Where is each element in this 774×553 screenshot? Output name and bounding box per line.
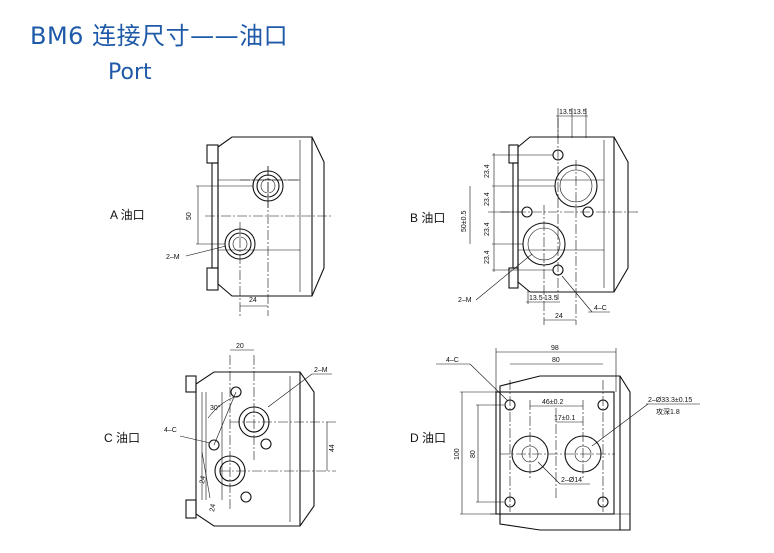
view-d-dim-100: 100 [454,448,461,460]
view-d-body [490,375,631,531]
view-c-port: C 油口 20 [104,343,336,527]
view-d-port: D 油口 98 8 [410,345,700,531]
view-b-dim-13-5-top-2: 13.5 [573,109,587,116]
view-c-dim-24-2: 24 [209,503,217,512]
view-b-port: B 油口 [410,108,640,325]
view-c-callout-2m: 2–M [314,367,328,374]
view-d-dim-17: 17±0.1 [554,415,575,422]
view-d-callout-4c: 4–C [446,357,459,364]
view-c-dims: 20 30° 44 24 24 2–M 4–C [164,343,336,512]
view-d-dim-46: 46±0.2 [542,399,563,406]
view-b-dim-23-4-1: 23.4 [484,164,491,178]
view-b-dim-23-4-2: 23.4 [484,192,491,206]
view-b-dim-13-5-bottom-2: 13.5 [544,295,558,302]
view-a-port: A 油口 50 [110,136,332,316]
view-c-body [185,371,315,527]
view-d-dim-80-horizontal: 80 [552,357,560,364]
page-subtitle: Port [108,60,152,85]
view-d-callout-depth: 攻深1.8 [656,407,680,416]
view-c-label: C 油口 [104,431,140,445]
view-b-dim-13-5-bottom-1: 13.5 [529,295,543,302]
view-d-callout-2phi33: 2–Ø33.3±0.15 [648,397,692,404]
view-b-dim-23-4-3: 23.4 [484,222,491,236]
view-b-callout-4c: 4–C [594,305,607,312]
view-d-ports [500,380,615,512]
view-c-dim-20: 20 [236,343,244,350]
view-b-callout-2m: 2–M [458,297,472,304]
view-b-dim-24: 24 [555,313,563,320]
view-d-dims: 98 80 46±0.2 17±0.1 100 80 4–C 2–Ø14 2–Ø… [436,345,700,515]
view-a-callout-2m: 2–M [166,254,180,261]
view-c-dim-24-1: 24 [199,475,207,484]
view-d-callout-2phi14: 2–Ø14 [561,477,582,484]
view-c-callout-4c: 4–C [164,427,177,434]
view-c-ports [208,355,336,510]
view-a-dim-50: 50 [186,212,193,220]
view-a-dims: 50 24 2–M [166,185,268,307]
view-d-dim-80-vertical: 80 [470,450,477,458]
view-c-dim-44: 44 [329,444,336,452]
view-a-dim-24: 24 [249,297,257,304]
view-b-ports [500,118,640,325]
view-a-body [206,136,325,297]
view-b-label: B 油口 [410,211,445,225]
view-c-dim-30deg: 30° [210,404,221,412]
view-d-dim-98: 98 [551,345,559,352]
view-a-label: A 油口 [110,208,145,222]
view-b-dims: 13.5 13.5 23.4 23.4 23.4 23.4 50±0.5 13.… [458,108,610,321]
view-b-body [508,136,629,293]
view-b-dim-23-4-4: 23.4 [484,250,491,264]
view-d-label: D 油口 [410,431,446,445]
view-b-dim-13-5-top-1: 13.5 [559,109,573,116]
page-title: BM6 连接尺寸——油口 [30,22,289,50]
view-b-dim-50-tol: 50±0.5 [461,211,468,232]
